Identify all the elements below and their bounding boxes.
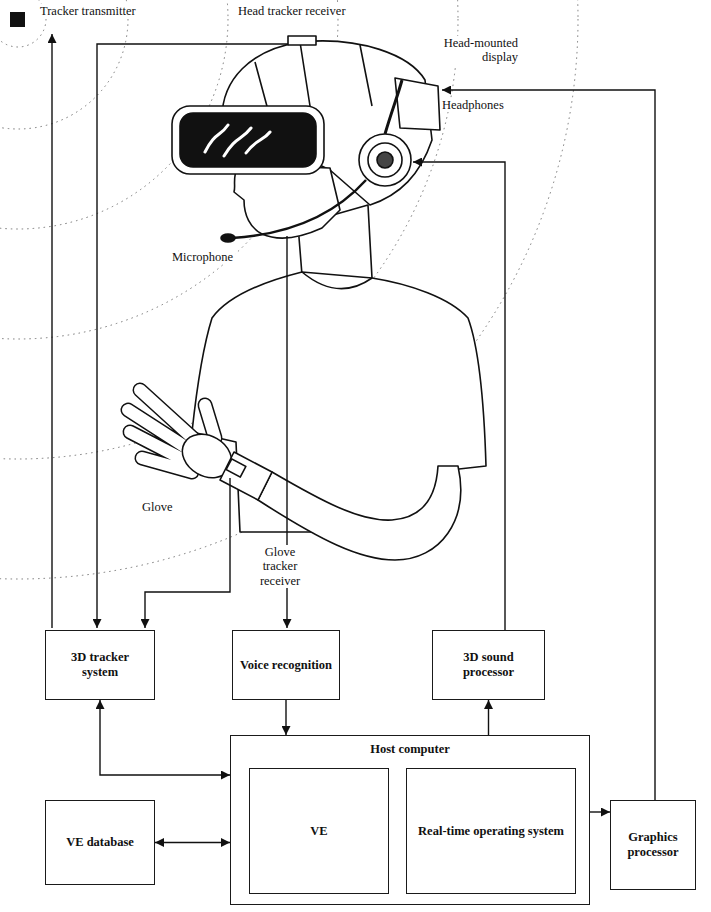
process-box: Graphics processor [610, 800, 696, 890]
part-label: Glove [140, 500, 175, 514]
headphone-cup [359, 134, 411, 186]
box-text: 3D sound processor [439, 650, 538, 680]
headphone-center [377, 152, 393, 168]
process-box: Real-time operating system [406, 768, 576, 894]
connector [285, 700, 286, 735]
face [234, 165, 340, 238]
person [128, 36, 486, 560]
process-box: VE [249, 768, 389, 894]
field-arc [0, 0, 578, 579]
microphone [221, 234, 235, 242]
box-text: VE database [66, 835, 134, 850]
process-box: VE database [45, 800, 155, 885]
process-box: Voice recognition [232, 630, 340, 700]
process-box: 3D tracker system [45, 630, 155, 700]
box-text: Host computer [231, 742, 589, 757]
part-label: Head-mounted display [424, 36, 520, 65]
box-text: 3D tracker system [52, 650, 148, 680]
part-label: Headphones [440, 98, 506, 112]
box-text: Real-time operating system [418, 824, 564, 839]
field-arc [0, 0, 128, 129]
computer-box: Host computerVE Real-time operating syste… [230, 735, 590, 905]
part-label: Microphone [170, 250, 235, 264]
head-tracker-receiver [288, 36, 316, 45]
microphone-boom [232, 180, 366, 238]
headphone-wire [413, 162, 505, 630]
head-tracker-wire [97, 44, 288, 628]
visor [180, 113, 316, 167]
connector [155, 842, 230, 843]
part-label: Tracker transmitter [38, 4, 138, 18]
connector [590, 811, 610, 812]
box-text: VE [310, 824, 327, 839]
visor-glare [205, 125, 270, 156]
cap-seams [255, 42, 372, 110]
connector [488, 700, 489, 735]
part-label: Head tracker receiver [236, 4, 348, 18]
glove-cuff [220, 452, 272, 500]
headphone-ring [368, 143, 402, 177]
visor-frame [172, 106, 324, 174]
glove-tracker-receiver [226, 459, 246, 477]
collar [302, 272, 372, 289]
headband [385, 80, 402, 134]
process-box: 3D sound processor [432, 630, 545, 700]
box-text: Graphics processor [617, 830, 689, 860]
box-text: Voice recognition [240, 658, 332, 673]
connector [100, 700, 230, 775]
transmitter-wire [51, 34, 52, 628]
part-label: Glove tracker receiver [246, 545, 314, 588]
tracker-field-arcs [0, 0, 578, 579]
tracker-transmitter [10, 12, 25, 27]
